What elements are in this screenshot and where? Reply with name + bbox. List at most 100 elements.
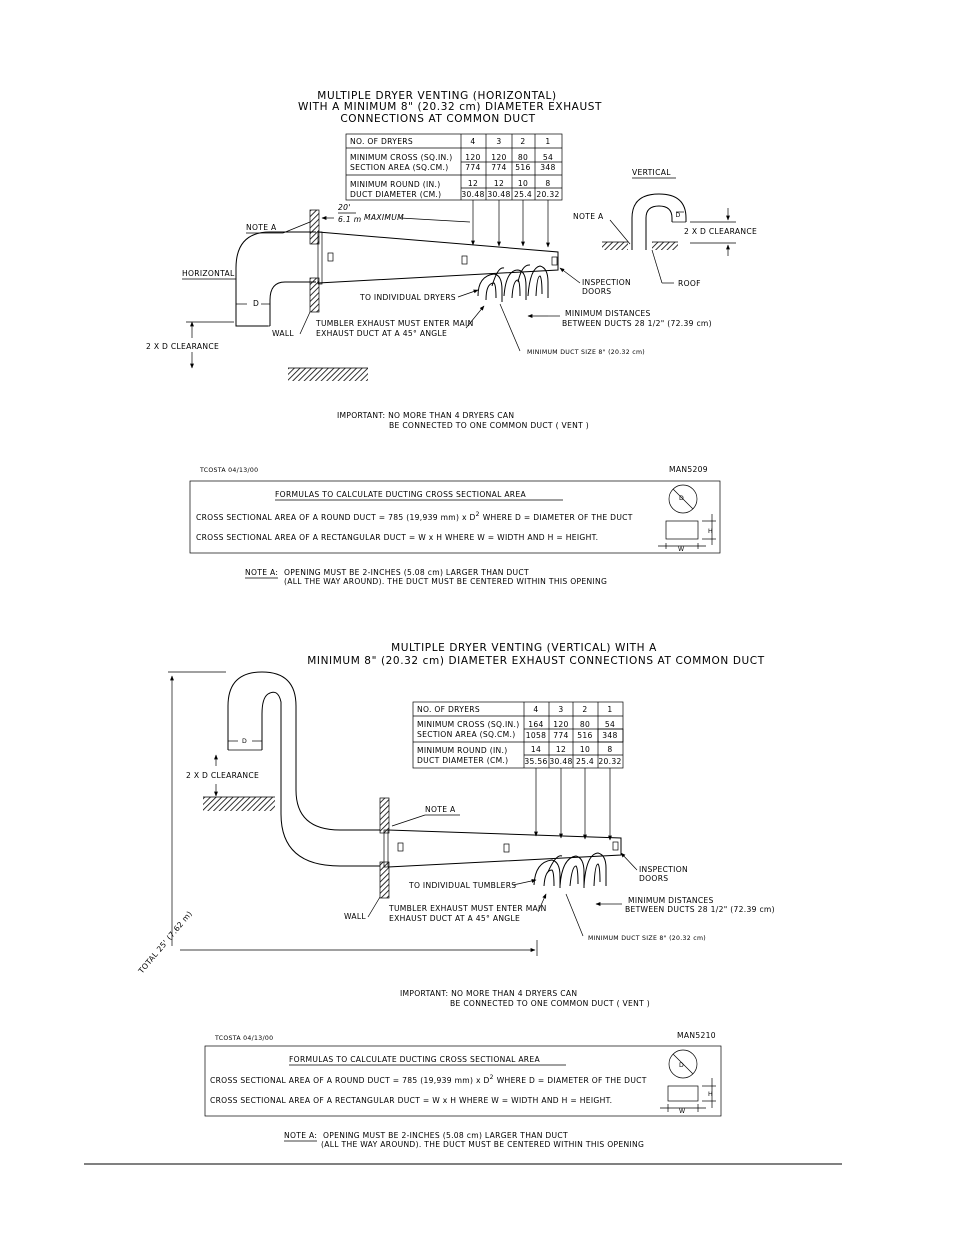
top-inspection-doors-2: DOORS xyxy=(582,287,611,296)
bottom-dryer-table: NO. OF DRYERS 4 3 2 1 MINIMUM CROSS (SQ.… xyxy=(412,701,624,841)
top-maximum-label: MAXIMUM xyxy=(364,213,404,222)
bottom-table-cell: 774 xyxy=(553,731,568,740)
top-rect-duct-symbol xyxy=(665,520,699,540)
top-table-cell: 120 xyxy=(491,153,506,162)
bottom-table-cell: 80 xyxy=(580,720,590,729)
top-table-cell: 30.48 xyxy=(461,190,484,199)
top-note-a-text-2: (ALL THE WAY AROUND). THE DUCT MUST BE C… xyxy=(284,577,607,586)
top-table-cell: 20.32 xyxy=(536,190,559,199)
bottom-table-cell: 54 xyxy=(605,720,615,729)
bottom-table-cell: 10 xyxy=(580,745,590,754)
top-min-distances-1: MINIMUM DISTANCES xyxy=(565,309,651,318)
top-table-header-3: 3 xyxy=(496,137,501,146)
top-table-cell: 120 xyxy=(465,153,480,162)
top-wall-label: WALL xyxy=(272,329,294,338)
bottom-formula-box: FORMULAS TO CALCULATE DUCTING CROSS SECT… xyxy=(204,1045,722,1117)
bottom-table-cell: 164 xyxy=(528,720,543,729)
top-table-cell: 348 xyxy=(540,163,555,172)
top-dryer-connections xyxy=(477,264,549,302)
bottom-rect-duct-symbol xyxy=(667,1085,699,1102)
bottom-sym-d: D xyxy=(679,1062,684,1069)
top-table-row2-label-b: DUCT DIAMETER (CM.) xyxy=(350,190,441,199)
bottom-table-cell: 25.4 xyxy=(576,757,594,766)
bottom-note-a-text-2: (ALL THE WAY AROUND). THE DUCT MUST BE C… xyxy=(321,1140,644,1149)
top-table-row1-label-a: MINIMUM CROSS (SQ.IN.) xyxy=(350,153,452,162)
bottom-table-header-label: NO. OF DRYERS xyxy=(417,705,480,714)
top-sym-h: H xyxy=(708,528,713,535)
top-author: TCOSTA 04/13/00 xyxy=(199,467,258,474)
top-formula-round: CROSS SECTIONAL AREA OF A ROUND DUCT = 7… xyxy=(196,511,633,522)
top-title: MULTIPLE DRYER VENTING (HORIZONTAL) WITH… xyxy=(298,90,602,125)
top-note-a: NOTE A xyxy=(246,223,277,232)
top-table-cell: 516 xyxy=(515,163,530,172)
bottom-formula-round: CROSS SECTIONAL AREA OF A ROUND DUCT = 7… xyxy=(210,1074,647,1085)
top-formulas-title: FORMULAS TO CALCULATE DUCTING CROSS SECT… xyxy=(275,490,526,499)
bottom-title-line-2: MINIMUM 8" (20.32 cm) DIAMETER EXHAUST C… xyxy=(307,655,764,667)
bottom-table-row1-label-b: SECTION AREA (SQ.CM.) xyxy=(417,730,515,739)
bottom-table-cell: 12 xyxy=(556,745,566,754)
top-table-row1-label-b: SECTION AREA (SQ.CM.) xyxy=(350,163,448,172)
top-title-line-2: WITH A MINIMUM 8" (20.32 cm) DIAMETER EX… xyxy=(298,101,602,113)
bottom-table-cell: 30.48 xyxy=(549,757,572,766)
vertical-venting-diagram: MULTIPLE DRYER VENTING (VERTICAL) WITH A… xyxy=(136,642,775,1149)
top-max-m: 6.1 m xyxy=(338,215,361,224)
bottom-tumbler-exhaust-2: EXHAUST DUCT AT A 45° ANGLE xyxy=(389,914,520,923)
bottom-drawing-no: MAN5210 xyxy=(677,1031,716,1040)
bottom-sym-h: H xyxy=(708,1091,713,1098)
bottom-inspection-doors-1: INSPECTION xyxy=(639,865,688,874)
bottom-table-cell: 14 xyxy=(531,745,541,754)
top-table-header-1: 1 xyxy=(545,137,550,146)
top-vertical-detail: D VERTICAL NOTE A 2 X D CLEARANCE ROOF xyxy=(573,168,757,288)
top-important-2: BE CONNECTED TO ONE COMMON DUCT ( VENT ) xyxy=(389,421,589,430)
horizontal-venting-diagram: MULTIPLE DRYER VENTING (HORIZONTAL) WITH… xyxy=(146,90,757,586)
top-d-label: D xyxy=(253,299,259,308)
top-table-cell: 8 xyxy=(545,179,550,188)
top-table-cell: 25.4 xyxy=(514,190,532,199)
bottom-table-header-2: 2 xyxy=(582,705,587,714)
top-vertical-label: VERTICAL xyxy=(632,168,671,177)
bottom-important-2: BE CONNECTED TO ONE COMMON DUCT ( VENT ) xyxy=(450,999,650,1008)
bottom-table-cell: 20.32 xyxy=(598,757,621,766)
top-dryer-table: NO. OF DRYERS 4 3 2 1 MINIMUM CROSS (SQ.… xyxy=(345,133,563,248)
bottom-table-cell: 8 xyxy=(607,745,612,754)
bottom-table-cell: 1058 xyxy=(526,731,547,740)
bottom-table-header-3: 3 xyxy=(558,705,563,714)
bottom-dryer-connections xyxy=(533,852,607,888)
top-table-header-label: NO. OF DRYERS xyxy=(350,137,413,146)
top-note-a-right: NOTE A xyxy=(573,212,604,221)
top-table-cell: 12 xyxy=(468,179,478,188)
bottom-important-1: IMPORTANT: NO MORE THAN 4 DRYERS CAN xyxy=(400,989,577,998)
top-table-cell: 30.48 xyxy=(487,190,510,199)
top-formula-rect: CROSS SECTIONAL AREA OF A RECTANGULAR DU… xyxy=(196,533,598,542)
top-table-cell: 80 xyxy=(518,153,528,162)
bottom-to-individual-tumblers: TO INDIVIDUAL TUMBLERS xyxy=(408,881,516,890)
top-duct: D VERTICAL NOTE A 2 X D CLEARANCE ROOF N… xyxy=(146,168,757,381)
top-table-header-4: 4 xyxy=(470,137,475,146)
top-note-a-text-1: OPENING MUST BE 2-INCHES (5.08 cm) LARGE… xyxy=(284,568,529,577)
top-sym-d: D xyxy=(679,495,684,502)
top-horizontal-label: HORIZONTAL xyxy=(182,269,235,278)
bottom-note-a-head: NOTE A: xyxy=(284,1131,317,1140)
top-table-cell: 10 xyxy=(518,179,528,188)
top-table-row2-label-a: MINIMUM ROUND (IN.) xyxy=(350,180,441,189)
top-drawing-no: MAN5209 xyxy=(669,465,708,474)
bottom-table-row1-label-a: MINIMUM CROSS (SQ.IN.) xyxy=(417,720,519,729)
bottom-wall-label: WALL xyxy=(344,912,366,921)
top-title-line-1: MULTIPLE DRYER VENTING (HORIZONTAL) xyxy=(317,90,556,102)
top-table-cell: 12 xyxy=(494,179,504,188)
top-to-individual-dryers: TO INDIVIDUAL DRYERS xyxy=(359,293,456,302)
top-vertical-d-label: D xyxy=(675,212,680,219)
top-table-cell: 774 xyxy=(491,163,506,172)
top-max-ft: 20' xyxy=(338,203,351,212)
bottom-duct: D 2 X D CLEARANCE NO xyxy=(136,671,775,976)
bottom-table-header-4: 4 xyxy=(533,705,538,714)
top-clearance-left: 2 X D CLEARANCE xyxy=(146,342,219,351)
bottom-min-duct-size: MINIMUM DUCT SIZE 8" (20.32 cm) xyxy=(588,935,706,942)
bottom-d-label: D xyxy=(242,738,247,745)
top-tumbler-exhaust-1: TUMBLER EXHAUST MUST ENTER MAIN xyxy=(315,319,474,328)
top-inspection-doors-1: INSPECTION xyxy=(582,278,631,287)
bottom-table-row2-label-b: DUCT DIAMETER (CM.) xyxy=(417,756,508,765)
bottom-clearance-label: 2 X D CLEARANCE xyxy=(186,771,259,780)
